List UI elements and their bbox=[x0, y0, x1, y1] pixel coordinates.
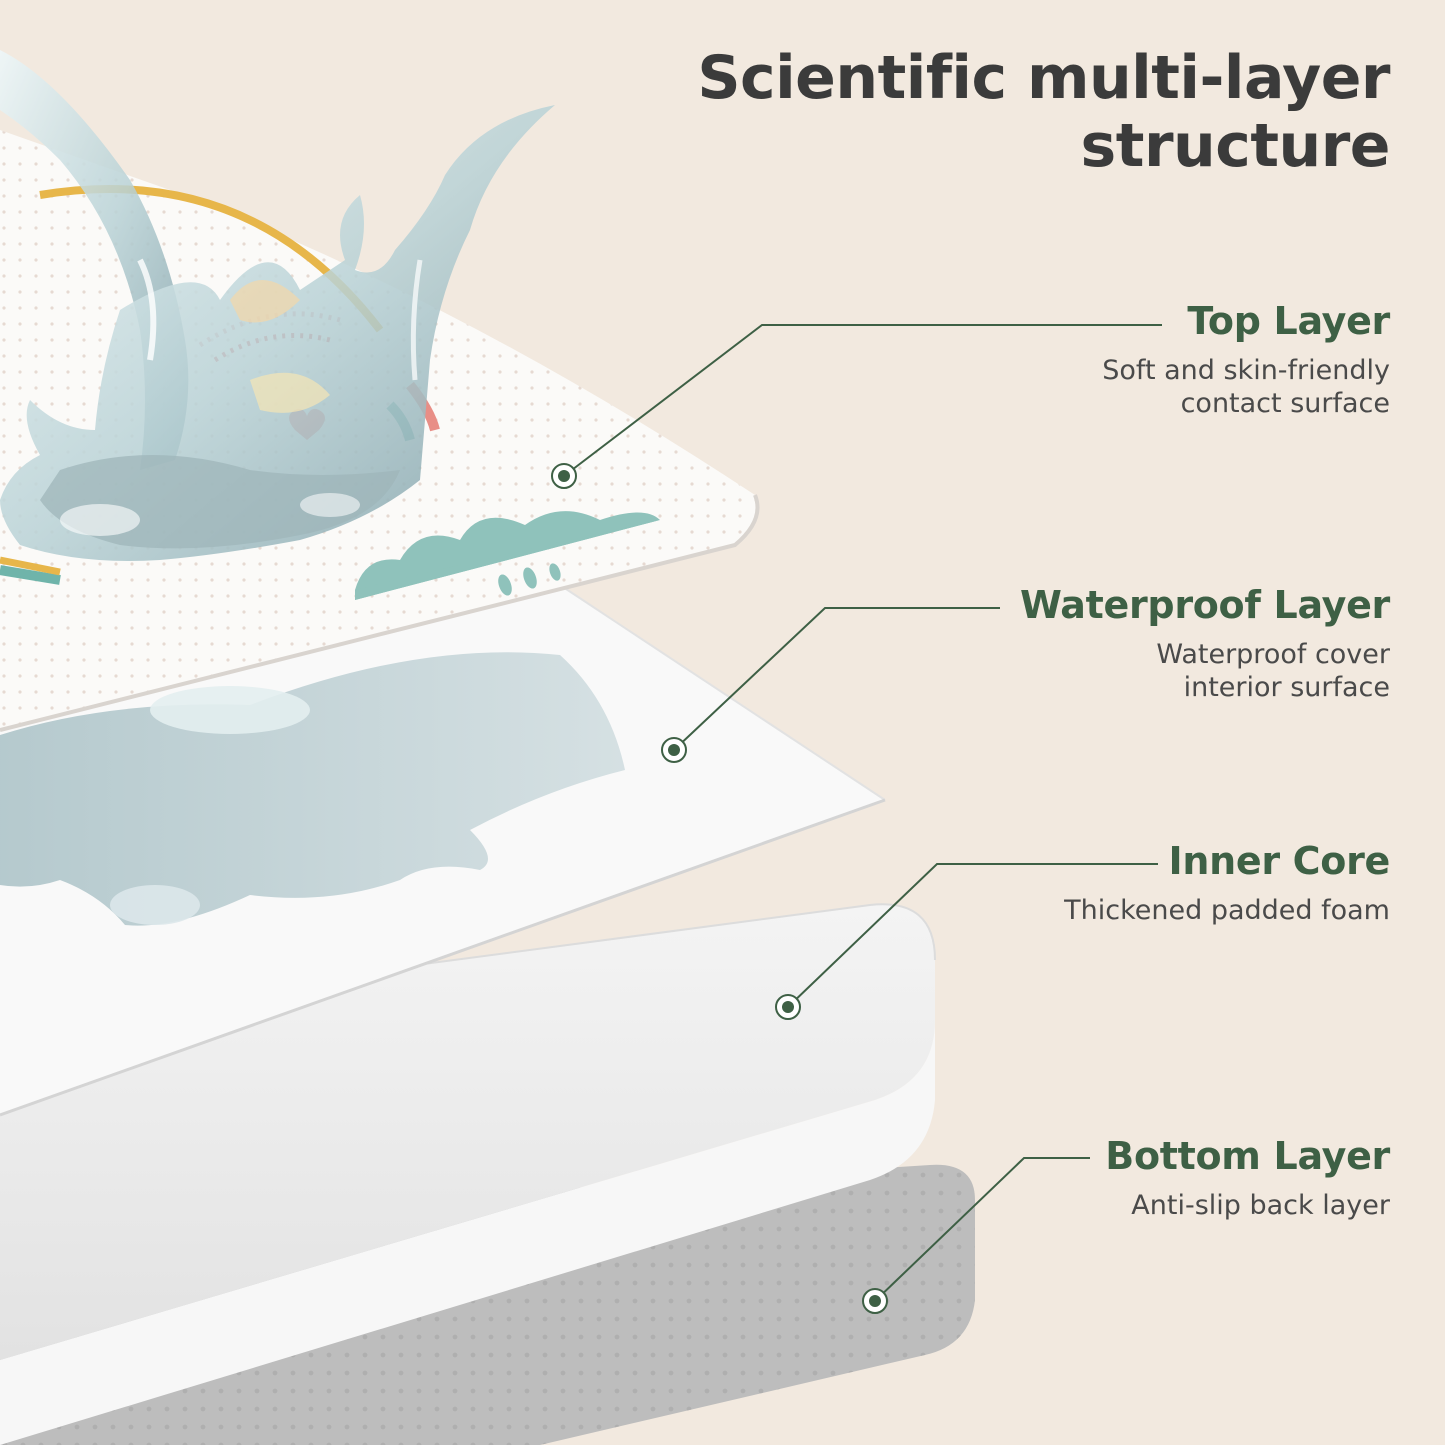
waterproof-layer-shape bbox=[0, 583, 886, 1117]
inner-core-desc-line-1: Thickened padded foam bbox=[1064, 895, 1390, 926]
water-splash bbox=[0, 50, 555, 561]
waterproof-layer-desc-line-2: interior surface bbox=[1183, 672, 1390, 703]
top-layer-description: Soft and skin-friendly contact surface bbox=[1102, 354, 1390, 420]
callout-core bbox=[775, 863, 1158, 1020]
label-waterproof-layer: Waterproof Layer Waterproof cover interi… bbox=[1020, 582, 1390, 704]
top-layer-desc-line-1: Soft and skin-friendly bbox=[1102, 355, 1390, 386]
waterproof-layer-description: Waterproof cover interior surface bbox=[1020, 638, 1390, 704]
inner-core-title: Inner Core bbox=[1168, 839, 1391, 883]
waterproof-layer-title: Waterproof Layer bbox=[1020, 583, 1390, 627]
bottom-layer-title: Bottom Layer bbox=[1105, 1134, 1390, 1178]
title-line-2: structure bbox=[1080, 111, 1391, 181]
waterproof-layer-desc-line-1: Waterproof cover bbox=[1156, 639, 1390, 670]
top-layer-title: Top Layer bbox=[1187, 299, 1390, 343]
inner-core-description: Thickened padded foam bbox=[1064, 894, 1390, 927]
bottom-layer-description: Anti-slip back layer bbox=[1105, 1189, 1390, 1222]
top-layer-desc-line-2: contact surface bbox=[1180, 388, 1390, 419]
callout-top bbox=[551, 324, 1162, 489]
label-inner-core: Inner Core Thickened padded foam bbox=[1064, 838, 1390, 927]
callout-waterproof bbox=[661, 607, 1000, 763]
label-top-layer: Top Layer Soft and skin-friendly contact… bbox=[1102, 298, 1390, 420]
label-bottom-layer: Bottom Layer Anti-slip back layer bbox=[1105, 1133, 1390, 1222]
callout-bottom bbox=[862, 1157, 1090, 1314]
title-line-1: Scientific multi-layer bbox=[697, 43, 1390, 113]
page-title: Scientific multi-layer structure bbox=[697, 44, 1390, 180]
bottom-layer-desc-line-1: Anti-slip back layer bbox=[1131, 1190, 1390, 1221]
